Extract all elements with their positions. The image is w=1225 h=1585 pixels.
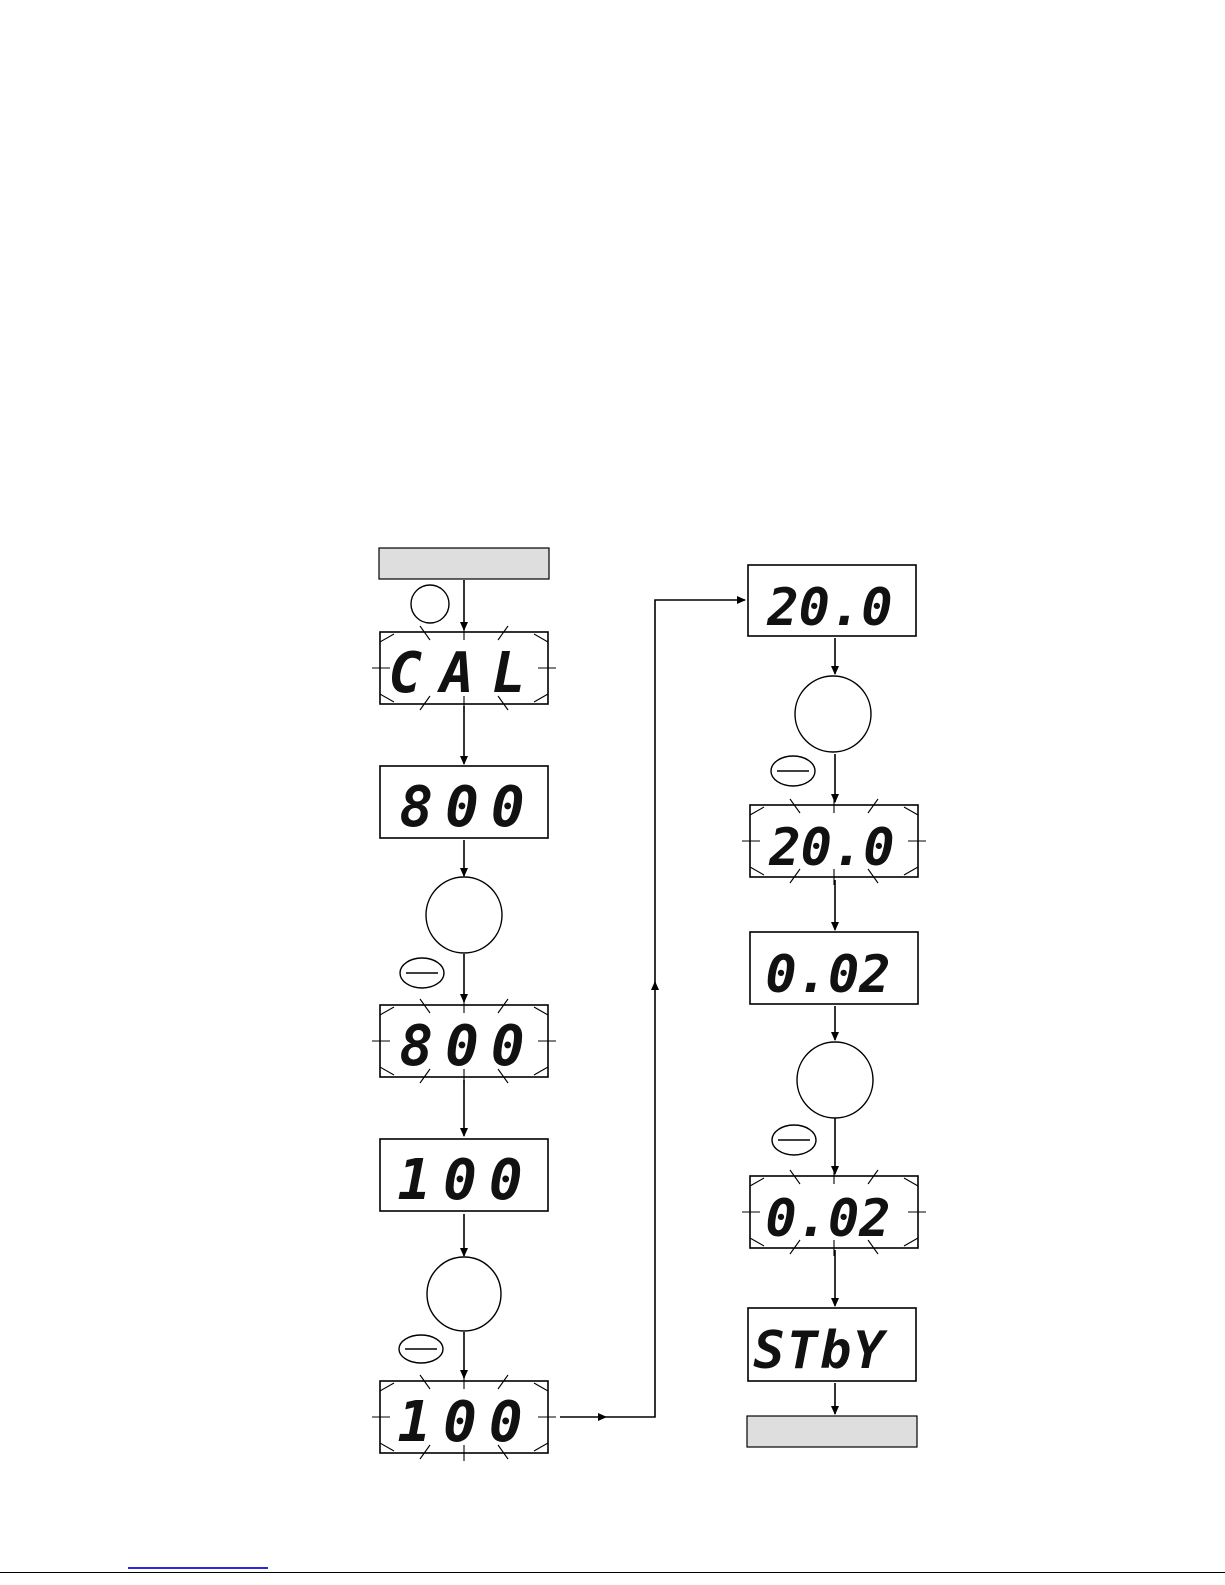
lcd-readout: 20.0 [766, 578, 892, 638]
lcd-readout: 100 [397, 1390, 534, 1455]
display-0-02: 0.02 [750, 932, 918, 1005]
lcd-readout: 800 [399, 1014, 536, 1079]
display-800-blinking: 800 [380, 1005, 548, 1079]
connector-up [606, 1000, 655, 1417]
display-100: 100 [380, 1139, 548, 1213]
footer-rule [0, 1572, 1225, 1573]
large-round-button-3[interactable] [795, 676, 871, 752]
display-20-0: 20.0 [748, 565, 916, 638]
display-stby: STbY [748, 1308, 916, 1381]
display-800: 800 [380, 766, 548, 840]
display-0-02-blinking: 0.02 [750, 1176, 918, 1249]
large-round-button-4[interactable] [797, 1042, 873, 1118]
large-round-button-2[interactable] [427, 1257, 501, 1331]
lcd-readout: STbY [753, 1321, 888, 1381]
lcd-readout: 0.02 [765, 945, 890, 1005]
footer-link-underline [128, 1567, 268, 1569]
start-terminal [379, 548, 549, 579]
large-round-button-1[interactable] [426, 877, 502, 953]
lcd-readout: 800 [399, 775, 536, 840]
lcd-readout: 0.02 [765, 1189, 890, 1249]
end-terminal [747, 1416, 917, 1447]
small-round-button[interactable] [411, 585, 449, 623]
lcd-readout: CAL [388, 641, 543, 706]
connector-up-top [655, 600, 745, 984]
lcd-readout: 20.0 [768, 818, 894, 878]
display-cal-blinking: CAL [380, 632, 548, 706]
lcd-readout: 100 [397, 1148, 534, 1213]
display-100-blinking: 100 [380, 1381, 548, 1455]
display-20-0-blinking: 20.0 [750, 805, 918, 878]
